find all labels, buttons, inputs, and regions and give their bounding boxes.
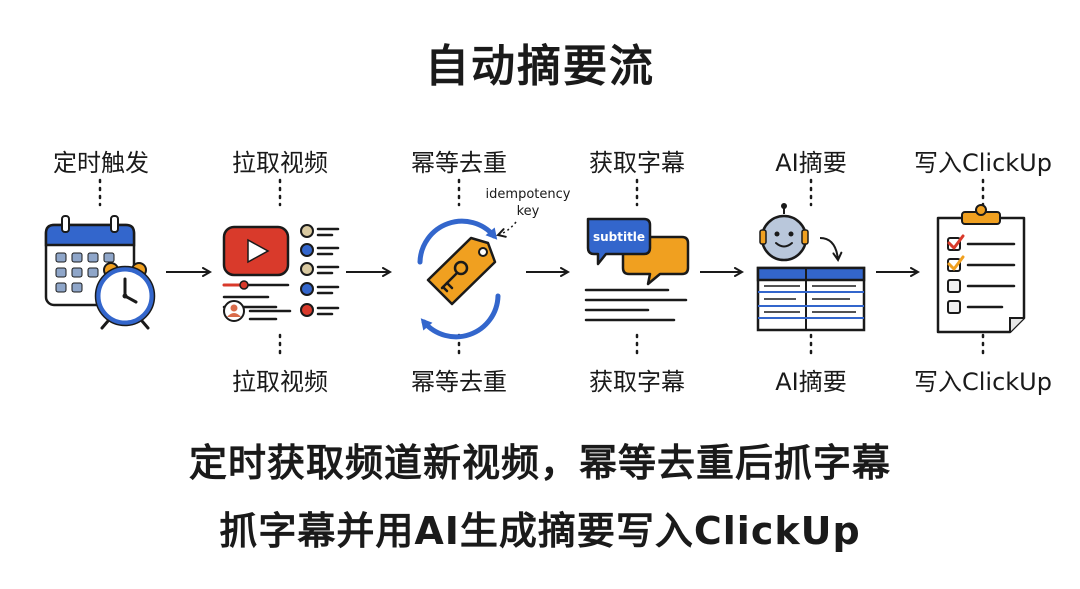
dotted-connectors xyxy=(98,178,985,360)
idempotency-key-annotation: idempotency key xyxy=(468,186,588,220)
step-4-bottom-label: 获取字幕 xyxy=(589,368,685,396)
step-1-top-label: 定时触发 xyxy=(53,149,149,177)
subtitle-bubble-text: subtitle xyxy=(593,230,645,244)
step-2-top-label: 拉取视频 xyxy=(232,149,328,177)
step-3-bottom-label: 幂等去重 xyxy=(411,368,507,396)
calendar-alarm-clock-icon xyxy=(44,215,156,330)
step-6-top-label: 写入ClickUp xyxy=(914,149,1052,177)
diagram-title: 自动摘要流 xyxy=(425,41,655,92)
subtitle-bubbles-icon: subtitle xyxy=(584,217,690,322)
caption-line-1: 定时获取频道新视频，幂等去重后抓字幕 xyxy=(188,441,891,485)
caption-line-2: 抓字幕并用AI生成摘要写入ClickUp xyxy=(219,509,861,553)
annotation-line-2: key xyxy=(516,204,540,219)
video-list-icon xyxy=(222,224,340,322)
clipboard-checklist-icon xyxy=(936,204,1026,334)
key-tag-cycle-icon xyxy=(417,218,517,340)
annotation-line-1: idempotency xyxy=(485,187,571,202)
step-5-bottom-label: AI摘要 xyxy=(775,368,847,396)
robot-table-icon xyxy=(756,203,866,332)
step-2-bottom-label: 拉取视频 xyxy=(232,368,328,396)
step-4-top-label: 获取字幕 xyxy=(589,149,685,177)
step-6-bottom-label: 写入ClickUp xyxy=(914,368,1052,396)
step-3-top-label: 幂等去重 xyxy=(411,149,507,177)
step-5-top-label: AI摘要 xyxy=(775,149,847,177)
